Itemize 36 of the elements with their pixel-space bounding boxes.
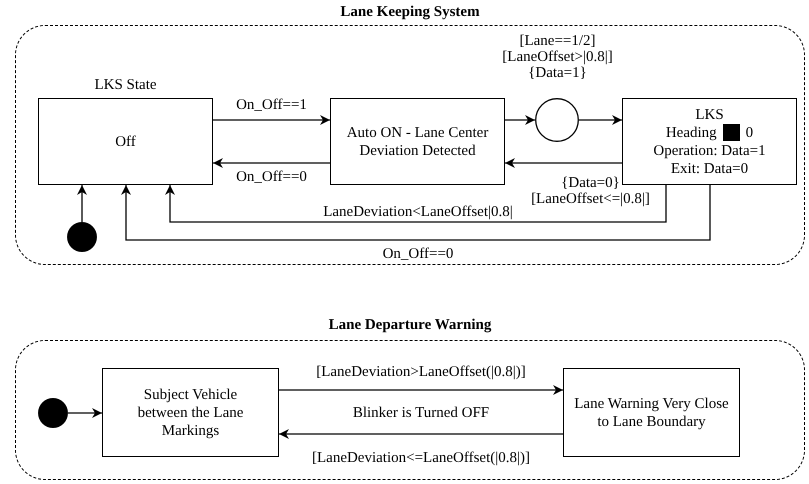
state-label: Exit: Data=0	[670, 160, 748, 178]
state-label: Lane Warning Very Close to Lane Boundary	[573, 394, 730, 430]
state-label: Auto ON - Lane Center Deviation Detected	[346, 124, 490, 160]
state-label: Off	[115, 132, 136, 150]
state-label: Subject Vehicle between the Lane Markings	[136, 386, 244, 440]
state-box	[330, 98, 505, 185]
edge-label: On_Off==0	[382, 246, 454, 262]
edge-label: [LaneDeviation>LaneOffset(|0.8|)]	[315, 364, 527, 380]
transition-arrow	[505, 158, 622, 168]
transition-note: Blinker is Turned OFF	[352, 405, 490, 421]
transition-arrow	[213, 158, 330, 168]
transition-arrow	[121, 185, 711, 241]
state-box	[102, 368, 279, 457]
transition-arrow	[165, 185, 667, 223]
edge-label: On_Off==1	[235, 97, 308, 113]
edge-label: [Lane==1/2] [LaneOffset>|0.8|] {Data=1}	[501, 33, 614, 81]
state-label: Heading	[666, 124, 717, 142]
state-title: LKS State	[93, 76, 158, 94]
transition-arrow	[213, 115, 330, 125]
transition-arrow	[279, 429, 563, 439]
state-label: 0	[746, 124, 754, 142]
state-box	[563, 368, 740, 457]
transition-arrow	[68, 408, 102, 418]
state-label: Operation: Data=1	[653, 142, 766, 160]
transition-arrow	[505, 115, 535, 125]
state-label: LKS	[695, 106, 724, 124]
edge-label: [LaneDeviation<=LaneOffset(|0.8|)]	[311, 450, 531, 466]
region-title: Lane Departure Warning	[328, 316, 492, 334]
state-box	[622, 98, 797, 185]
edge-label: On_Off==0	[235, 169, 308, 185]
edge-label: {Data=0} [LaneOffset<=|0.8|]	[530, 175, 651, 207]
edge-label: LaneDeviation<LaneOffset|0.8|	[323, 204, 513, 220]
region-title: Lane Keeping System	[339, 3, 481, 21]
transition-arrow	[77, 185, 87, 222]
transition-arrow	[279, 385, 563, 395]
transition-arrow	[579, 115, 622, 125]
